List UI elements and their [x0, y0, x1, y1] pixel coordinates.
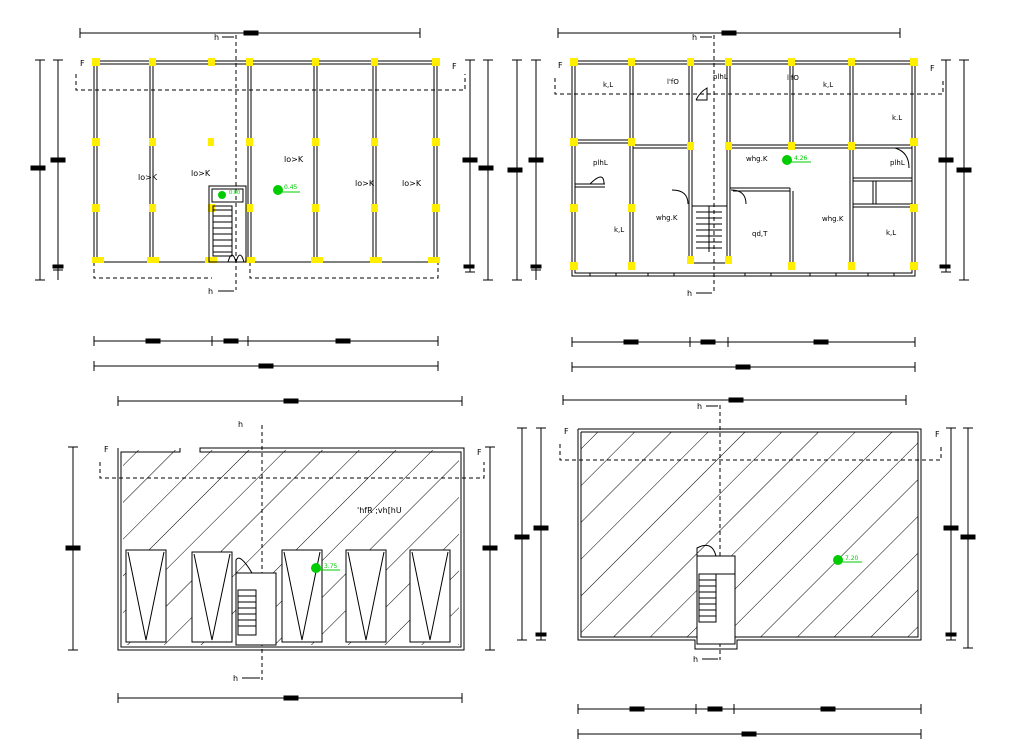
section-mark-f-left: F — [104, 445, 109, 454]
first-room-label: plhL — [890, 159, 905, 167]
first-floor-walls — [571, 60, 916, 277]
partial-roof-bottom-dimension — [117, 693, 463, 703]
first-level-marker: 4.26 — [782, 155, 811, 165]
first-room-label: k,L — [823, 81, 833, 89]
roof4-top-dimension — [562, 395, 907, 405]
section-mark-h-bottom: h — [693, 655, 698, 664]
first-floor-plan: h h F F — [507, 28, 972, 372]
first-room-label: whg.K — [822, 215, 844, 223]
ground-stair — [208, 185, 247, 263]
partial-roof-vertical-dimensions — [65, 446, 498, 651]
first-room-label: qd,T — [752, 230, 768, 238]
ground-floor-plan: h h F F — [30, 28, 494, 371]
ground-room-label: lo>K — [355, 179, 375, 188]
first-room-label: plhL — [713, 73, 728, 81]
first-room-label: l'fO — [787, 74, 799, 82]
first-room-label: k,L — [886, 229, 896, 237]
roof-top-dimension — [117, 396, 463, 406]
section-mark-f-left: F — [558, 61, 563, 70]
roof4-bottom-dimensions — [577, 704, 922, 739]
section-mark-f-right: F — [935, 430, 940, 439]
section-mark-f-right: F — [452, 62, 457, 71]
svg-text:4.26: 4.26 — [794, 155, 808, 162]
svg-text:7.20: 7.20 — [845, 555, 859, 562]
ground-columns — [92, 58, 440, 263]
first-columns — [570, 58, 918, 270]
first-bottom-dimensions — [571, 337, 916, 372]
roof-plan: h h F F 7.20 — [514, 395, 976, 739]
section-mark-f-right: F — [930, 64, 935, 73]
section-mark-h-top: h — [697, 402, 702, 411]
first-room-label: k.L — [892, 114, 902, 122]
first-vertical-dimensions — [507, 59, 972, 281]
ground-room-label: lo>K — [138, 173, 158, 182]
section-mark-f-right: F — [477, 448, 482, 457]
section-mark-h-top: h — [238, 420, 243, 429]
roof4-vertical-dimensions — [514, 427, 976, 649]
section-mark-f-left: F — [564, 427, 569, 436]
svg-text:0.45: 0.45 — [284, 184, 298, 191]
section-mark-h-bottom: h — [233, 674, 238, 683]
section-mark-f-left: F — [80, 59, 85, 68]
ground-level-marker: 0.45 — [273, 184, 300, 195]
roof-level-marker: 7.20 — [833, 555, 862, 565]
svg-text:0.00: 0.00 — [229, 190, 240, 196]
first-top-dimension — [557, 28, 901, 38]
first-room-label: plhL — [593, 159, 608, 167]
first-room-label: whg.K — [746, 155, 768, 163]
section-mark-h-top: h — [214, 33, 219, 42]
svg-text:3.75: 3.75 — [324, 563, 338, 570]
ground-room-label: lo>K — [284, 155, 304, 164]
section-mark-h-bottom: h — [687, 289, 692, 298]
roof-label: 'hfR ;vh[hU — [357, 506, 402, 515]
ground-bottom-dimensions — [93, 336, 439, 371]
partial-roof-level-marker: 3.75 — [311, 563, 340, 573]
partial-roof-plan: h h F F — [65, 396, 498, 703]
first-room-label: k,L — [603, 81, 613, 89]
first-room-label: k,L — [614, 226, 624, 234]
ground-room-label: lo>K — [402, 179, 422, 188]
ground-room-label: lo>K — [191, 169, 211, 178]
section-mark-h-bottom: h — [208, 287, 213, 296]
first-room-label: whg.K — [656, 214, 678, 222]
stair-level-marker: 0.00 — [218, 190, 240, 199]
section-mark-h-top: h — [692, 33, 697, 42]
first-room-label: l'fO — [667, 78, 679, 86]
top-dimension-line — [79, 28, 421, 38]
ground-vertical-dimensions — [30, 59, 494, 281]
